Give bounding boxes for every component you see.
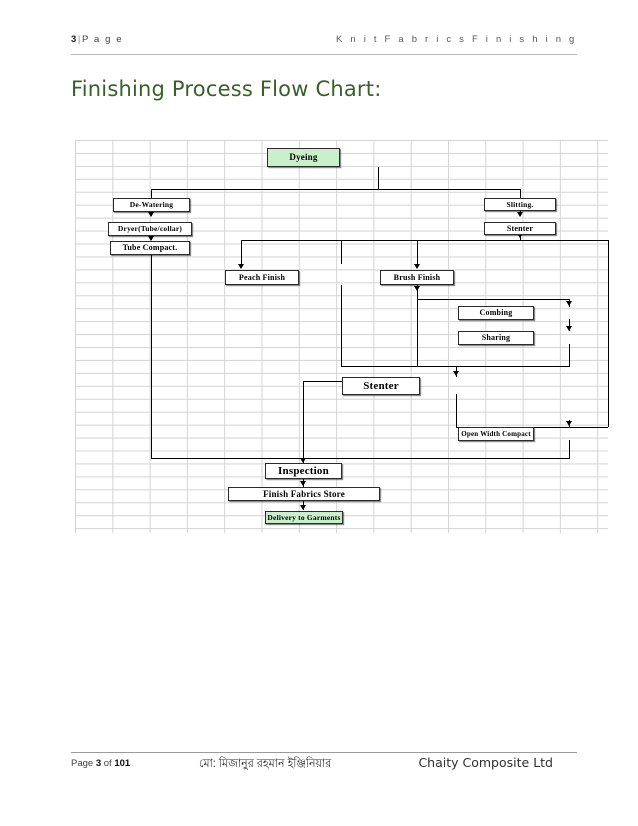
node-slitting-label: Slitting. bbox=[506, 199, 534, 209]
page-footer: Page 3 of 101 মো: মিজানুর রহমান ইঞ্জিনিয… bbox=[71, 752, 577, 778]
footer-page-number: 3 bbox=[95, 758, 102, 769]
connector-left-to-inspection bbox=[151, 458, 378, 459]
node-brush-finish-label: Brush Finish bbox=[393, 272, 441, 282]
arrow-to-peach-finish bbox=[238, 264, 244, 269]
arrow-brush-down bbox=[414, 286, 420, 291]
connector-sharing-across bbox=[417, 366, 570, 367]
node-combing-label: Combing bbox=[479, 308, 513, 317]
footer-page-of: of bbox=[103, 758, 112, 769]
connector-brush-down bbox=[417, 285, 418, 305]
connector-tube-compact-down bbox=[151, 254, 152, 458]
node-sharing[interactable]: Sharing bbox=[458, 331, 534, 345]
node-dryer-tube-collar[interactable]: Dryer(Tube/collar) bbox=[108, 222, 192, 236]
footer-company-name: Chaity Composite Ltd bbox=[418, 755, 553, 770]
node-inspection[interactable]: Inspection bbox=[265, 463, 342, 479]
arrow-to-tube-compact bbox=[148, 236, 154, 241]
node-combing[interactable]: Combing bbox=[458, 306, 534, 320]
connector-dyeing-down bbox=[378, 167, 379, 189]
arrow-to-open-width-compact bbox=[566, 421, 572, 426]
page-header: 3|P a g e K n i t F a b r i c s F i n i … bbox=[71, 33, 577, 55]
connector-stenter-mid-down bbox=[456, 394, 457, 427]
node-delivery-to-garments[interactable]: Delivery to Garments bbox=[265, 511, 343, 524]
node-finish-fabrics-store[interactable]: Finish Fabrics Store bbox=[228, 487, 380, 501]
connector-right-outer-top bbox=[520, 240, 609, 241]
arrow-to-dryer bbox=[148, 212, 154, 217]
node-tube-compact-label: Tube Compact. bbox=[122, 243, 178, 252]
arrow-to-finish-store bbox=[300, 481, 306, 486]
node-open-width-compact[interactable]: Open Width Compact bbox=[458, 427, 534, 441]
footer-page-total: 101 bbox=[114, 758, 131, 769]
connector-split-to-peach2 bbox=[241, 240, 242, 264]
connector-sharing-down bbox=[569, 344, 570, 366]
connector-split-to-brush bbox=[417, 240, 418, 264]
connector-split-to-peach bbox=[341, 240, 342, 264]
node-peach-finish-label: Peach Finish bbox=[238, 272, 286, 282]
node-stenter-mid-label: Stenter bbox=[363, 379, 399, 392]
connector-combing-sharing bbox=[569, 319, 570, 331]
footer-page-indicator: Page 3 of 101 bbox=[71, 758, 130, 769]
connector-owc-to-inspection bbox=[303, 458, 570, 459]
connector-split-brush-run bbox=[341, 240, 418, 241]
arrow-to-combing bbox=[566, 301, 572, 306]
connector-stenter-top-split bbox=[341, 240, 521, 241]
page-title: Finishing Process Flow Chart: bbox=[71, 77, 382, 101]
header-page-indicator: 3|P a g e bbox=[71, 34, 123, 45]
arrow-to-inspection bbox=[300, 458, 306, 463]
node-dyeing[interactable]: Dyeing bbox=[267, 148, 340, 167]
header-document-title: K n i t F a b r i c s F i n i s h i n g bbox=[336, 34, 577, 45]
connector-owc-down bbox=[569, 440, 570, 458]
node-delivery-to-garments-label: Delivery to Garments bbox=[267, 512, 341, 522]
connector-split-peach-run bbox=[241, 240, 341, 241]
arrow-to-stenter-top bbox=[517, 212, 523, 217]
connector-split-to-dewatering bbox=[151, 189, 152, 198]
node-stenter-mid[interactable]: Stenter bbox=[342, 377, 420, 395]
node-tube-compact[interactable]: Tube Compact. bbox=[110, 241, 190, 255]
connector-stenter-mid-left-down bbox=[303, 381, 304, 463]
arrow-to-brush-finish bbox=[414, 264, 420, 269]
connector-split-to-slitting bbox=[520, 189, 521, 198]
node-inspection-label: Inspection bbox=[278, 464, 329, 477]
node-peach-finish[interactable]: Peach Finish bbox=[225, 270, 299, 285]
node-de-watering-label: De-Watering bbox=[129, 200, 174, 210]
header-page-word: P a g e bbox=[81, 34, 124, 45]
connector-brush-to-combing bbox=[417, 299, 570, 300]
node-dyeing-label: Dyeing bbox=[289, 152, 318, 162]
header-separator: | bbox=[77, 34, 82, 45]
arrow-stenter-top-down bbox=[517, 233, 523, 238]
connector-right-outer-down bbox=[608, 240, 609, 427]
header-page-number: 3 bbox=[71, 34, 78, 45]
node-open-width-compact-label: Open Width Compact bbox=[461, 429, 531, 438]
node-stenter-top[interactable]: Stenter bbox=[484, 222, 556, 235]
connector-brush-bypass-down bbox=[417, 299, 418, 366]
footer-page-prefix: Page bbox=[71, 758, 94, 769]
node-dryer-tube-collar-label: Dryer(Tube/collar) bbox=[117, 224, 183, 234]
arrow-to-stenter-mid bbox=[453, 371, 459, 376]
flow-chart: Dyeing De-Watering Dryer(Tube/collar) Tu… bbox=[75, 140, 609, 533]
connector-peach-down bbox=[341, 285, 342, 366]
node-de-watering[interactable]: De-Watering bbox=[113, 198, 190, 212]
arrow-to-delivery bbox=[300, 505, 306, 510]
footer-watermark: মো: মিজানুর রহমান ইঞ্জিনিয়ার bbox=[199, 757, 332, 771]
node-sharing-label: Sharing bbox=[481, 333, 511, 342]
node-brush-finish[interactable]: Brush Finish bbox=[380, 270, 454, 285]
node-finish-fabrics-store-label: Finish Fabrics Store bbox=[263, 488, 345, 499]
connector-dyeing-split bbox=[151, 189, 520, 190]
arrow-to-sharing bbox=[566, 326, 572, 331]
node-slitting[interactable]: Slitting. bbox=[484, 198, 556, 211]
node-stenter-top-label: Stenter bbox=[506, 223, 534, 233]
